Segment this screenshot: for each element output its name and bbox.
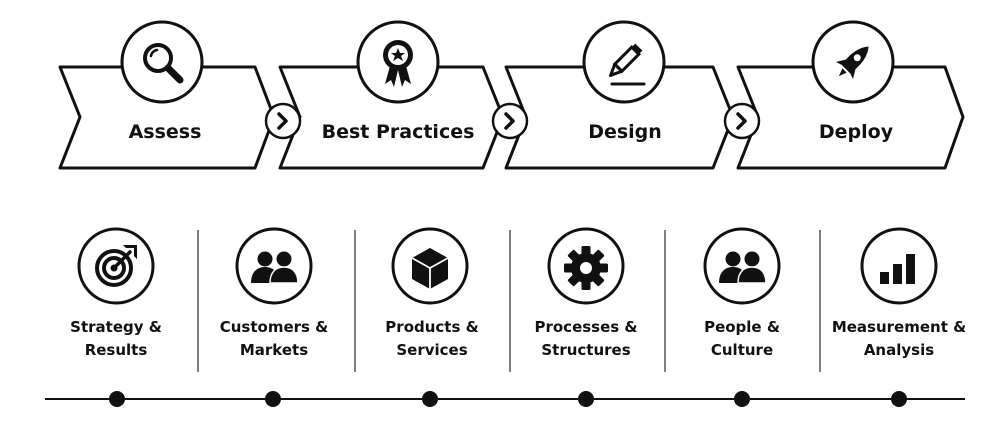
box-icon [411,248,449,289]
process-flow: Assess Best Practices [58,20,965,170]
chevron-right-icon [736,112,747,130]
category-people-culture: People & Culture [703,227,781,359]
category-label-line2: Culture [711,341,773,359]
category-measurement-analysis: Measurement & Analysis [832,227,966,359]
category-label-line1: People & [704,318,780,336]
connector [264,102,302,140]
category-icon-circle [235,227,313,305]
category-strategy-results: Strategy & Results [70,227,162,359]
pencil-icon [609,43,646,86]
category-label-line1: Strategy & [70,318,162,336]
stage-label: Best Practices [322,121,475,143]
bar-chart-icon [880,254,915,284]
category-label-line2: Structures [541,341,630,359]
chevron-right-icon [504,112,515,130]
connector [491,102,529,140]
stage-deploy: Deploy [736,20,965,170]
award-ribbon-icon [383,40,413,87]
category-label-line2: Markets [240,341,308,359]
category-label-line1: Processes & [534,318,637,336]
timeline-dot [422,391,438,407]
category-icon-circle [703,227,781,305]
stage-icon-circle [582,20,666,104]
connector [723,102,761,140]
category-label-line2: Services [396,341,467,359]
timeline-dot [734,391,750,407]
people-icon [251,251,299,284]
category-processes-structures: Processes & Structures [534,227,638,359]
gear-icon [564,246,608,290]
stage-label: Assess [129,121,202,143]
stage-label: Deploy [819,121,894,143]
category-row: Strategy & Results Customers & Markets [70,227,966,372]
category-label-line1: Measurement & [832,318,966,336]
stage-icon-circle [120,20,204,104]
timeline-dot [891,391,907,407]
category-label-line1: Products & [385,318,478,336]
category-label-line2: Results [85,341,148,359]
timeline-dot [578,391,594,407]
rocket-icon [836,46,869,79]
chevron-right-icon [277,112,288,130]
category-label-line2: Analysis [864,341,934,359]
stage-assess: Assess [58,20,276,170]
stage-shape [58,65,276,170]
timeline [45,391,965,407]
timeline-dot [265,391,281,407]
stage-design: Design [504,20,735,170]
stage-best-practices: Best Practices [278,20,505,170]
magnifier-icon [143,43,184,84]
stage-label: Design [588,121,662,143]
category-customers-markets: Customers & Markets [220,227,329,359]
category-products-services: Products & Services [385,227,479,359]
category-label-line1: Customers & [220,318,329,336]
timeline-dot [109,391,125,407]
target-arrow-icon [95,245,137,287]
people-icon [719,251,767,284]
